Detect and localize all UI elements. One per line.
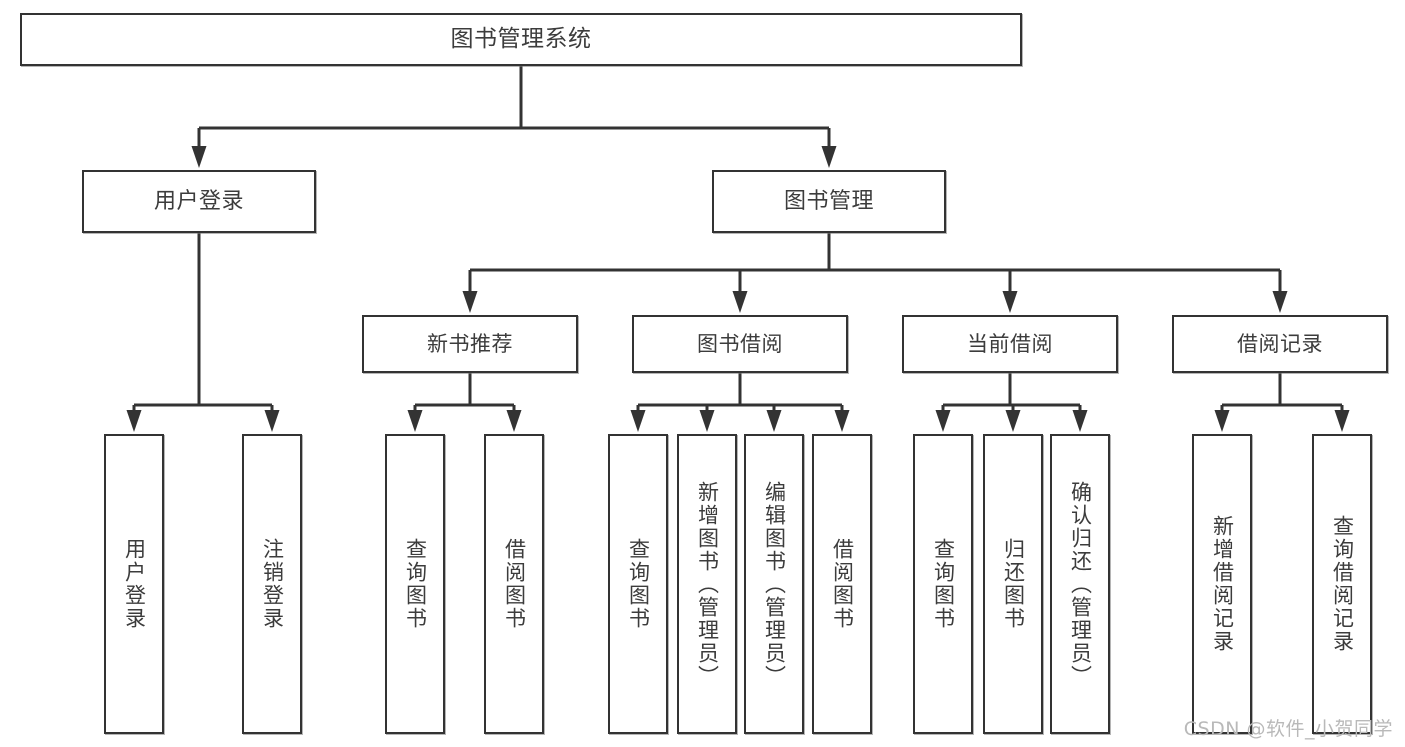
arrow-head-level1-0 [191, 146, 207, 168]
arrow-head-level3-2-1 [699, 410, 715, 432]
arrow-head-level3-1-1 [506, 410, 522, 432]
leaf-node-12[interactable]: 查询借阅记录 [1312, 434, 1372, 734]
leaf-node-1-label: 注销登录 [260, 538, 285, 630]
root-node-book-management-system[interactable]: 图书管理系统 [20, 13, 1022, 66]
level1-node-0-label: 用户登录 [153, 188, 244, 214]
arrow-head-level3-4-1 [1334, 410, 1350, 432]
leaf-node-6[interactable]: 编辑图书（管理员） [744, 434, 804, 734]
level2-node-1-label: 图书借阅 [697, 331, 783, 356]
leaf-node-7-label: 借阅图书 [830, 538, 855, 630]
leaf-node-0[interactable]: 用户登录 [104, 434, 164, 734]
level2-node-2-label: 当前借阅 [967, 331, 1053, 356]
leaf-node-0-label: 用户登录 [122, 538, 147, 630]
arrow-head-level3-2-0 [630, 410, 646, 432]
arrow-head-level3-2-3 [834, 410, 850, 432]
arrow-head-level3-0-1 [264, 410, 280, 432]
arrow-head-level2-0 [462, 291, 478, 313]
leaf-node-7[interactable]: 借阅图书 [812, 434, 872, 734]
leaf-node-3[interactable]: 借阅图书 [484, 434, 544, 734]
level2-node-0[interactable]: 新书推荐 [362, 315, 578, 373]
leaf-node-10[interactable]: 确认归还（管理员） [1050, 434, 1110, 734]
arrow-head-level3-0-0 [126, 410, 142, 432]
leaf-node-9-label: 归还图书 [1001, 538, 1026, 630]
level2-node-1[interactable]: 图书借阅 [632, 315, 848, 373]
level1-node-1-label: 图书管理 [783, 188, 874, 214]
leaf-node-3-label: 借阅图书 [502, 538, 527, 630]
leaf-node-5-label: 新增图书（管理员） [695, 480, 720, 688]
arrow-head-level3-1-0 [407, 410, 423, 432]
arrow-head-level2-3 [1272, 291, 1288, 313]
arrow-head-level3-3-0 [935, 410, 951, 432]
leaf-node-11[interactable]: 新增借阅记录 [1192, 434, 1252, 734]
leaf-node-8-label: 查询图书 [931, 538, 956, 630]
leaf-node-9[interactable]: 归还图书 [983, 434, 1043, 734]
arrow-head-level2-2 [1002, 291, 1018, 313]
root-node-book-management-system-label: 图书管理系统 [450, 26, 592, 53]
leaf-node-11-label: 新增借阅记录 [1210, 515, 1235, 653]
level2-node-3-label: 借阅记录 [1237, 331, 1323, 356]
level1-node-1[interactable]: 图书管理 [712, 170, 946, 233]
leaf-node-2[interactable]: 查询图书 [385, 434, 445, 734]
leaf-node-4-label: 查询图书 [626, 538, 651, 630]
leaf-node-6-label: 编辑图书（管理员） [762, 480, 787, 688]
leaf-node-2-label: 查询图书 [403, 538, 428, 630]
arrow-head-level3-4-0 [1214, 410, 1230, 432]
level1-node-0[interactable]: 用户登录 [82, 170, 316, 233]
level2-node-2[interactable]: 当前借阅 [902, 315, 1118, 373]
leaf-node-4[interactable]: 查询图书 [608, 434, 668, 734]
arrow-head-level3-3-1 [1005, 410, 1021, 432]
arrow-head-level1-1 [821, 146, 837, 168]
leaf-node-1[interactable]: 注销登录 [242, 434, 302, 734]
arrow-head-level3-2-2 [766, 410, 782, 432]
level2-node-3[interactable]: 借阅记录 [1172, 315, 1388, 373]
arrow-head-level3-3-2 [1072, 410, 1088, 432]
arrow-head-level2-1 [732, 291, 748, 313]
leaf-node-5[interactable]: 新增图书（管理员） [677, 434, 737, 734]
leaf-node-12-label: 查询借阅记录 [1330, 515, 1355, 653]
level2-node-0-label: 新书推荐 [427, 331, 513, 356]
leaf-node-10-label: 确认归还（管理员） [1068, 480, 1093, 688]
leaf-node-8[interactable]: 查询图书 [913, 434, 973, 734]
